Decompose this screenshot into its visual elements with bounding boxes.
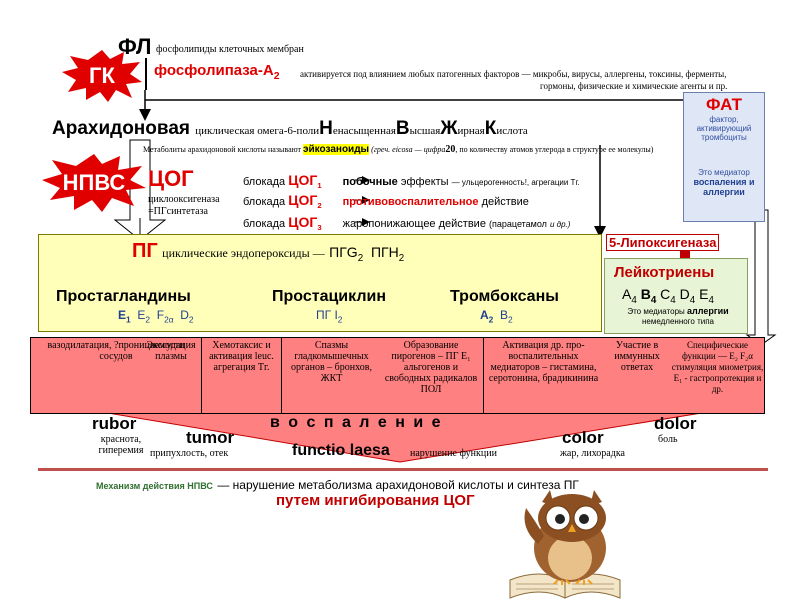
pla2-desc2: гормоны, физические и химические агенты … — [540, 81, 728, 91]
tumor-ru: припухлость, отек — [150, 448, 229, 459]
prostacyclin-types: ПГ I2 — [316, 308, 343, 325]
gk-label: ГК — [89, 63, 115, 88]
fat-title: ФАТ — [706, 95, 742, 114]
fat-this-is: Это медиатор — [698, 168, 750, 177]
cog3-row: блокада ЦОГ3 жаропонижающее действие (па… — [243, 214, 571, 233]
cog-desc2: =ПГсинтетаза — [148, 206, 208, 217]
leuko-types: A4 B4 C4 D4 E4 — [622, 286, 714, 306]
prostaglandins-label: Простагландины — [56, 288, 191, 305]
prostacyclin-label: Простациклин — [272, 288, 387, 305]
cog-desc1: циклооксигеназа — [148, 194, 220, 205]
fat-role: воспаления и аллергии — [693, 177, 755, 197]
npvs-burst: НПВС — [42, 154, 146, 212]
pg-box — [38, 234, 602, 332]
color: color — [562, 428, 604, 447]
effect-3: Хемотаксис и активация leuc. агрегация Т… — [201, 338, 281, 413]
effect-1: вазодилатация, ?проницаемости сосудов — [47, 340, 185, 362]
thromboxanes-label: Тромбоксаны — [450, 288, 559, 305]
color-ru: жар, лихорадка — [560, 448, 625, 459]
rubor-ru: краснота, гиперемия — [98, 434, 144, 456]
arachidonic-title: Арахидоновая циклическая омега-6-полиНен… — [52, 118, 528, 139]
effect-8: Специфические функции — E₂ F₂α стимуляци… — [671, 340, 764, 394]
tumor: tumor — [186, 428, 235, 447]
functio: functio laesa — [292, 442, 390, 459]
divider — [38, 468, 768, 471]
cog2-row: блокада ЦОГ2 противовоспалительное дейст… — [243, 192, 529, 211]
thromboxanes-types: A2 B2 — [480, 308, 513, 325]
functio-ru: нарушение функции — [410, 448, 497, 459]
rubor: rubor — [92, 414, 137, 433]
fat-box: ФАТ фактор, активирующий тромбоциты Это … — [683, 92, 765, 222]
prostaglandins-types: E1 E2 F2α D2 — [118, 308, 194, 325]
fl-bracket — [145, 58, 147, 90]
lipox-box — [604, 258, 748, 334]
effects-band: вазодилатация, ?проницаемости сосудов Эк… — [30, 337, 765, 414]
lipox-title: 5-Липоксигеназа — [606, 234, 720, 251]
cog-title: ЦОГ — [148, 166, 194, 191]
effect-7: Участие в иммунных ответах — [614, 340, 660, 373]
effect-2: Экссудация плазмы — [146, 340, 196, 362]
mechanism-path: путем ингибирования ЦОГ — [276, 492, 475, 509]
gk-burst: ГК — [62, 50, 142, 102]
owl-illustration — [509, 490, 621, 599]
cog1-row: блокада ЦОГ1 побочные эффекты — ульцерог… — [243, 172, 580, 191]
inflammation-word: в о с п а л е н и е — [270, 414, 443, 431]
dolor-ru: боль — [658, 434, 678, 445]
pg-title: ПГ циклические эндопероксиды — ПГG2 ПГН2 — [132, 240, 405, 264]
fl-label: ФЛ — [118, 34, 152, 59]
pla2-desc: активируется под влиянием любых патогенн… — [300, 69, 727, 79]
dolor: dolor — [654, 414, 697, 433]
effect-5: Образование пирогенов – ПГ E₁ альгогенов… — [384, 340, 478, 395]
effect-4: Спазмы гладкомышечных органов – бронхов,… — [281, 338, 381, 413]
leuko-title: Лейкотриены — [614, 264, 715, 281]
npvs-label: НПВС — [62, 170, 126, 195]
mechanism: Механизм действия НПВС — нарушение метаб… — [96, 478, 579, 492]
effect-6: Активация др. про-воспалительных медиато… — [483, 338, 603, 413]
pla2-label: фосфолипаза-А2 — [154, 62, 280, 82]
fat-desc: фактор, активирующий тромбоциты — [696, 115, 752, 142]
metabolites-note: Метаболиты арахидоновой кислоты называют… — [143, 144, 654, 155]
fl-desc: фосфолипиды клеточных мембран — [156, 44, 304, 55]
